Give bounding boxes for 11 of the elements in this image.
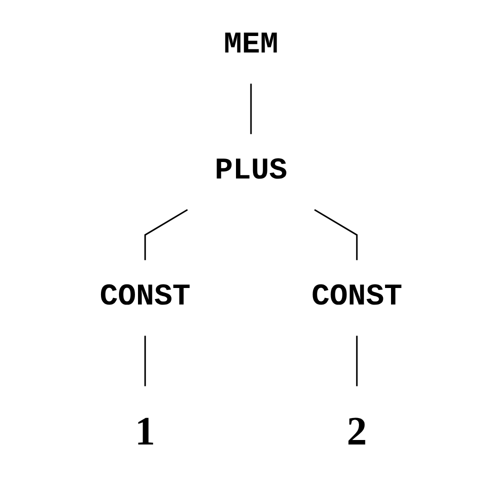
- node-text: CONST: [100, 280, 190, 315]
- node-text: MEM: [224, 28, 278, 63]
- connector: [144, 336, 146, 386]
- node-text: 1: [135, 408, 156, 454]
- node-text: CONST: [312, 280, 402, 315]
- node-text: 2: [346, 408, 367, 454]
- connector: [314, 209, 358, 260]
- connector: [356, 336, 358, 386]
- node-text: PLUS: [214, 154, 288, 189]
- connector: [250, 84, 252, 134]
- connector: [144, 209, 188, 260]
